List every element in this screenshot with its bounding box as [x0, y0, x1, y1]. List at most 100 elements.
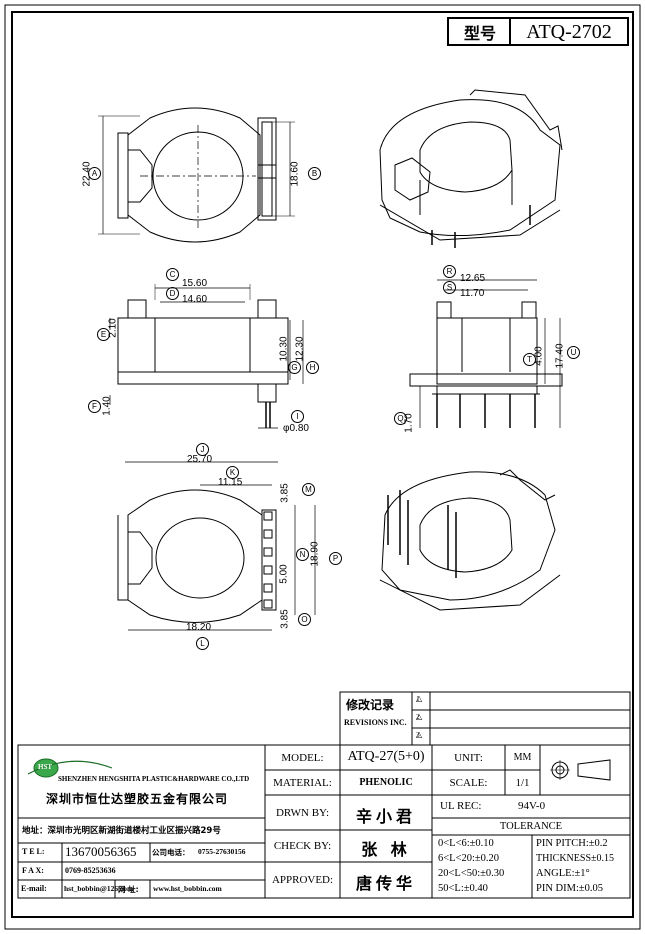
unit-value: MM [513, 752, 532, 763]
marker-p: P [329, 552, 342, 565]
marker-i: I [291, 410, 304, 423]
marker-a: A [88, 167, 101, 180]
tolerance-title: TOLERANCE [499, 821, 563, 832]
marker-k: K [226, 466, 239, 479]
marker-h: H [306, 361, 319, 374]
title-block-grid [17, 744, 631, 899]
model-number: ATQ-2702 [526, 20, 612, 43]
dim-b: 18.60 [289, 161, 301, 187]
dim-j: 25.70 [187, 454, 213, 465]
iso-view-bottom [379, 469, 561, 611]
tolerance-3: 20<L<50:±0.30 [438, 868, 505, 879]
revision-mark-1-num: 1 [416, 694, 420, 703]
thickness: THICKNESS±0.15 [536, 853, 614, 864]
dim-f: 1.40 [101, 396, 113, 416]
dim-s: 11.70 [460, 288, 485, 299]
marker-o: O [298, 613, 311, 626]
pin-pitch: PIN PITCH:±0.2 [536, 838, 608, 849]
fax-label: F A X: [22, 866, 44, 875]
marker-q: Q [394, 412, 407, 425]
material-value: PHENOLIC [359, 777, 413, 788]
marker-c: C [166, 268, 179, 281]
marker-f: F [88, 400, 101, 413]
front-view [409, 279, 563, 428]
marker-t: T [523, 353, 536, 366]
dim-n: 5.00 [278, 564, 290, 584]
web-label: 网 址: [118, 885, 139, 894]
dim-r: 12.65 [460, 273, 486, 284]
projection-symbol-icon [550, 759, 611, 781]
dim-c: 15.60 [182, 278, 208, 289]
outer-frame [4, 4, 641, 930]
material-label: MATERIAL: [273, 777, 332, 789]
model-type-label: 型号 [463, 24, 496, 43]
marker-u: U [567, 346, 580, 359]
marker-d: D [166, 287, 179, 300]
dim-t: 4.00 [533, 346, 545, 366]
company-name-en: SHENZHEN HENGSHITA PLASTIC&HARDWARE CO.,… [58, 775, 250, 783]
email-value: hst_bobbin@126.com [64, 884, 134, 893]
dim-m: 3.85 [279, 483, 291, 503]
tolerance-2: 6<L<20:±0.20 [438, 853, 500, 864]
revision-subtitle: REVISIONS INC. [344, 718, 407, 727]
iso-view-top [379, 89, 563, 248]
web-value: www.hst_bobbin.com [153, 884, 222, 893]
revision-mark-2: △2 [416, 712, 423, 721]
tel-label: T E L: [22, 847, 45, 856]
drawn-label: DRWN BY: [275, 807, 330, 819]
scale-value: 1/1 [515, 777, 530, 789]
revision-mark-3-num: 3 [416, 730, 420, 739]
marker-e: E [97, 328, 110, 341]
dim-h: 12.30 [294, 336, 306, 362]
company-phone-value: 0755-27630156 [198, 847, 246, 856]
check-label: CHECK BY: [273, 840, 332, 852]
marker-g: G [288, 361, 301, 374]
marker-r: R [443, 265, 456, 278]
dim-e: 2.10 [107, 318, 119, 338]
tolerance-1: 0<L<6:±0.10 [438, 838, 494, 849]
company-logo-icon [27, 758, 113, 778]
tolerance-4: 50<L:±0.40 [438, 883, 488, 894]
check-value: 张 林 [361, 840, 411, 859]
tel-value: 13670056365 [65, 844, 137, 859]
dim-d: 14.60 [182, 294, 208, 305]
model-title-box [447, 17, 629, 46]
dim-u: 17.40 [554, 343, 566, 369]
scale-label: SCALE: [449, 777, 488, 789]
revision-mark-2-num: 2 [416, 712, 420, 721]
bottom-view [117, 461, 316, 631]
marker-b: B [308, 167, 321, 180]
model-value: ATQ-27(5+0) [347, 749, 425, 764]
marker-s: S [443, 281, 456, 294]
dim-i: φ0.80 [283, 423, 309, 434]
ul-value: 94V-0 [518, 800, 546, 812]
revision-title: 修改记录 [346, 698, 395, 712]
revision-mark-3: △3 [416, 730, 423, 739]
dim-p: 18.90 [309, 541, 321, 567]
side-view [109, 284, 304, 429]
model-label: MODEL: [281, 752, 324, 764]
marker-l: L [196, 637, 209, 650]
dim-l: 18.20 [186, 622, 212, 633]
marker-m: M [302, 483, 315, 496]
marker-n: N [296, 548, 309, 561]
inner-frame [11, 11, 634, 918]
revision-grid [339, 691, 631, 746]
dim-k: 11.15 [218, 477, 243, 488]
approved-label: APPROVED: [271, 874, 334, 886]
approved-value: 唐传华 [355, 874, 416, 893]
logo-text: HST [38, 763, 53, 771]
drawn-value: 辛小君 [355, 807, 416, 826]
pin-dim: PIN DIM:±0.05 [536, 883, 604, 894]
fax-value: 0769-85253636 [65, 866, 116, 875]
ul-label: UL REC: [440, 800, 482, 812]
email-label: E-mail: [21, 884, 47, 893]
company-name-cn: 深圳市恒仕达塑胶五金有限公司 [46, 792, 229, 806]
company-phone-label: 公司电话： [152, 848, 190, 857]
dim-o: 3.85 [279, 609, 291, 629]
top-view [98, 107, 295, 243]
dim-g: 10.30 [278, 336, 290, 362]
revision-mark-1: △1 [416, 694, 423, 703]
unit-label: UNIT: [454, 752, 483, 764]
